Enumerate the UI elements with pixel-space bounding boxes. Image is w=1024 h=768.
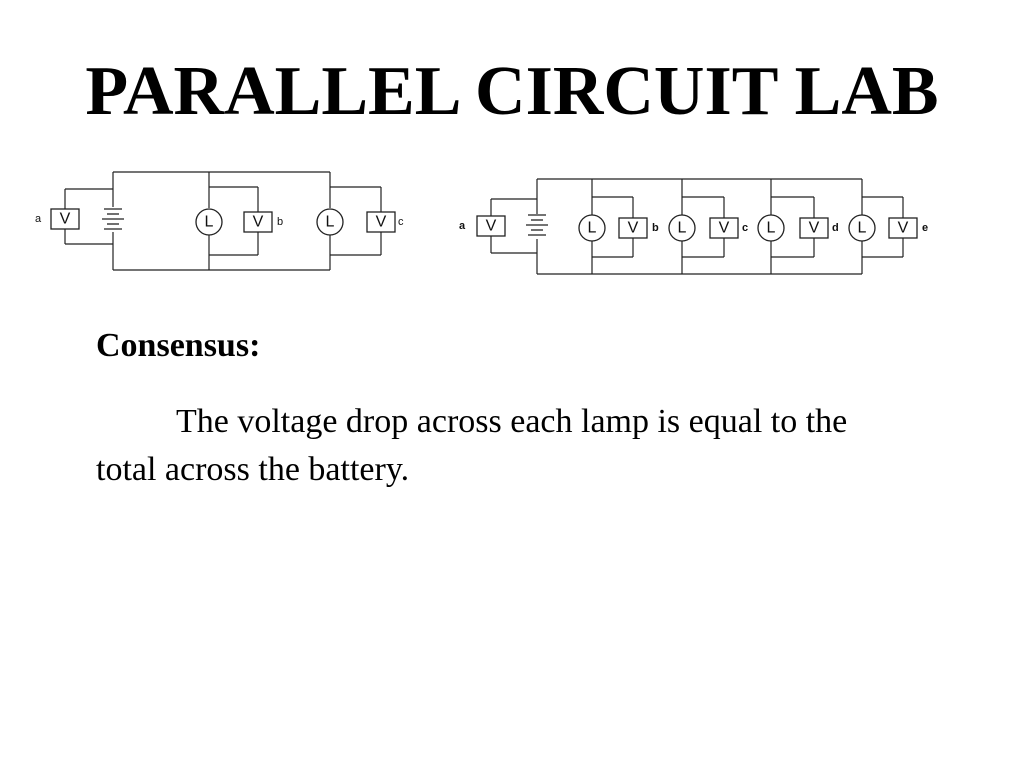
battery-symbol <box>526 214 548 236</box>
lamp-symbol: L <box>205 214 214 231</box>
lamp-2: L <box>316 208 344 236</box>
voltmeter-a: V <box>476 215 506 237</box>
point-label-d: d <box>832 222 839 234</box>
consensus-text: The voltage drop across each lamp is equ… <box>96 403 848 488</box>
voltmeter-symbol: V <box>719 220 730 237</box>
voltmeter-b: V <box>618 217 648 239</box>
voltmeter-a: V <box>50 208 80 230</box>
lamp-1: L <box>578 214 606 242</box>
lamp-3: L <box>757 214 785 242</box>
lamp-4: L <box>848 214 876 242</box>
voltmeter-symbol: V <box>376 214 387 231</box>
point-label-b: b <box>277 216 283 228</box>
parallel-circuit-four-lamps: a V L V b L V c L V d L V e <box>459 178 928 275</box>
voltmeter-e: V <box>888 217 918 239</box>
voltmeter-b: V <box>243 211 273 233</box>
voltmeter-symbol: V <box>253 214 264 231</box>
point-label-c: c <box>742 222 748 234</box>
consensus-heading: Consensus: <box>96 327 261 364</box>
lamp-symbol: L <box>326 214 335 231</box>
circuit-wires <box>64 171 382 271</box>
voltmeter-symbol: V <box>628 220 639 237</box>
point-label-e: e <box>922 222 928 234</box>
voltmeter-symbol: V <box>898 220 909 237</box>
battery-symbol <box>102 208 124 230</box>
lamp-symbol: L <box>588 220 597 237</box>
voltmeter-symbol: V <box>60 211 71 228</box>
lamp-2: L <box>668 214 696 242</box>
circuit-wires <box>490 178 904 275</box>
parallel-circuit-two-lamps: V a L V b L V c <box>35 171 404 271</box>
voltmeter-symbol: V <box>809 220 820 237</box>
point-label-b: b <box>652 222 659 234</box>
voltmeter-symbol: V <box>486 218 497 235</box>
lamp-symbol: L <box>678 220 687 237</box>
point-label-c: c <box>398 216 404 228</box>
voltmeter-c: V <box>709 217 739 239</box>
slide-title: PARALLEL CIRCUIT LAB <box>85 53 939 130</box>
lamp-1: L <box>195 208 223 236</box>
lamp-symbol: L <box>767 220 776 237</box>
point-label-a: a <box>35 213 42 225</box>
lamp-symbol: L <box>858 220 867 237</box>
point-label-a: a <box>459 220 466 232</box>
voltmeter-d: V <box>799 217 829 239</box>
voltmeter-c: V <box>366 211 396 233</box>
